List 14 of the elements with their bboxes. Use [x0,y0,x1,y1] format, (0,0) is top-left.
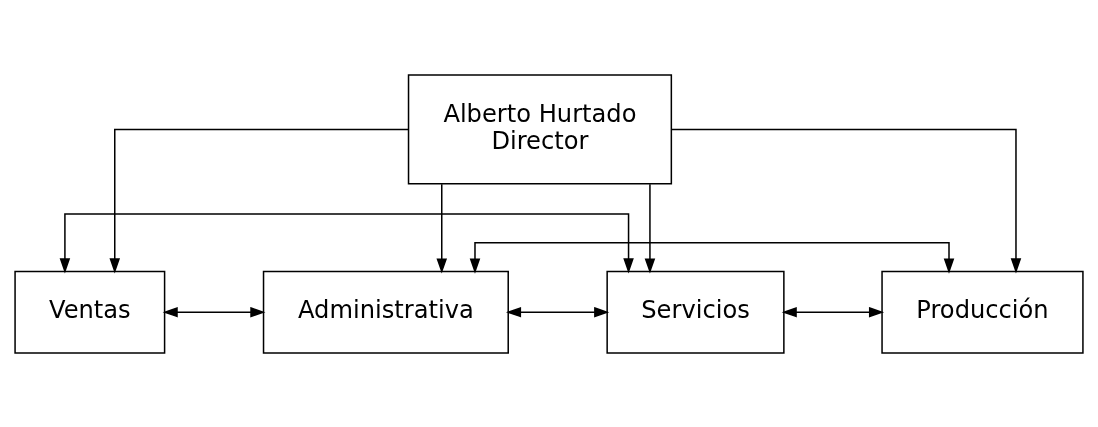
arrow [644,183,656,274]
node-box: Producción [881,270,1084,354]
arrow [109,128,410,273]
node-box: Administrativa [262,270,509,354]
node-box: Servicios [606,270,785,354]
arrow [505,306,610,317]
node-box: Ventas [14,270,166,354]
arrow [671,128,1022,273]
node-box: Alberto Hurtado Director [407,73,673,185]
arrow [781,306,885,317]
arrow [162,306,266,317]
arrow [469,241,955,274]
arrow [59,212,634,273]
arrow [436,183,448,274]
